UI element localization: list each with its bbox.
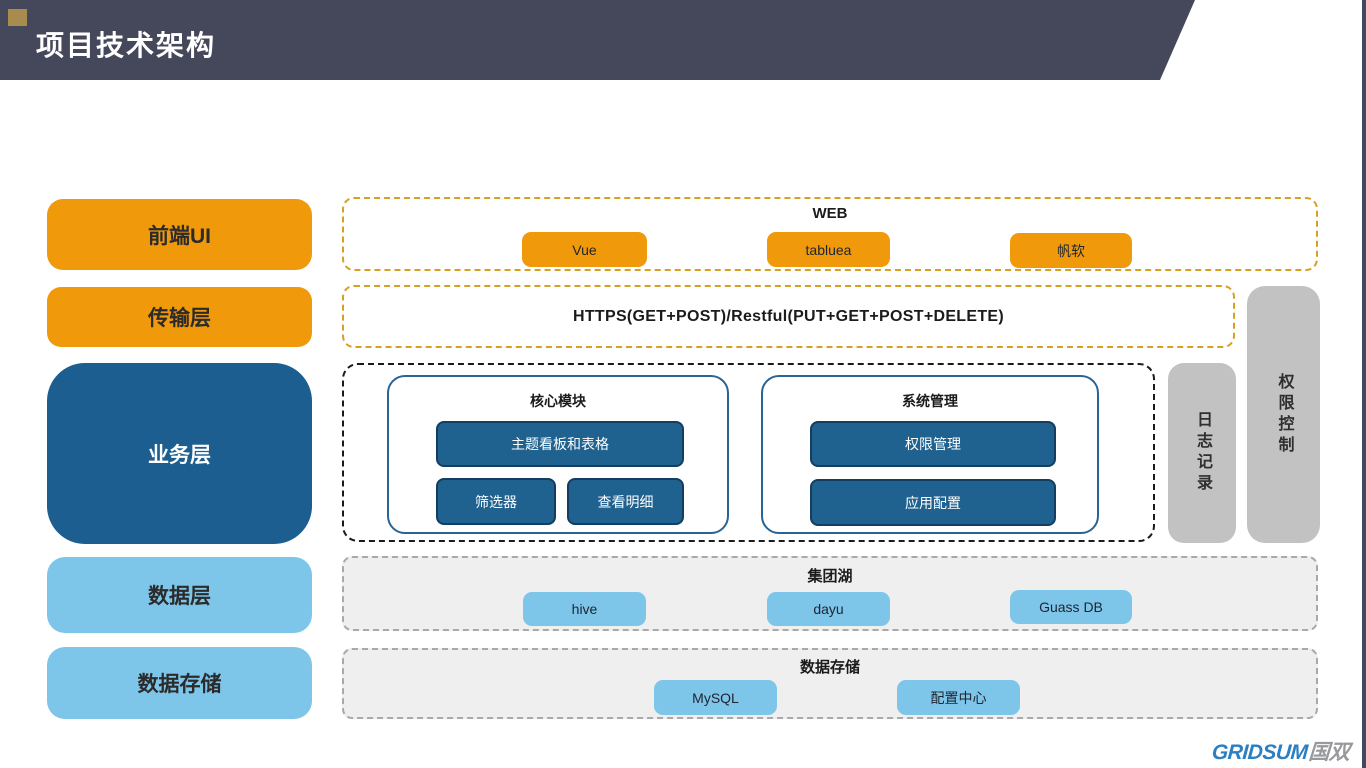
right-edge-strip xyxy=(1362,0,1366,768)
transport-protocol-label: HTTPS(GET+POST)/Restful(PUT+GET+POST+DEL… xyxy=(572,307,1005,325)
gridsum-logo: GRIDSUM国双 xyxy=(1211,736,1351,766)
layer-frontend-ui: 前端UI xyxy=(47,199,312,270)
sidebar-logging: 日志记录 xyxy=(1168,363,1236,543)
node-config-center: 配置中心 xyxy=(897,680,1020,715)
node-view-detail: 查看明细 xyxy=(567,478,684,525)
node-dashboard-tables: 主题看板和表格 xyxy=(436,421,684,467)
sidebar-auth-control: 权限控制 xyxy=(1247,286,1320,543)
node-app-config: 应用配置 xyxy=(810,479,1056,526)
system-module-title: 系统管理 xyxy=(902,393,958,409)
gridsum-logo-brand: GRIDSUM xyxy=(1211,741,1309,764)
node-fanruan: 帆软 xyxy=(1010,233,1132,268)
transport-container: HTTPS(GET+POST)/Restful(PUT+GET+POST+DEL… xyxy=(342,285,1235,348)
node-hive: hive xyxy=(523,592,646,626)
node-guass-db: Guass DB xyxy=(1010,590,1132,624)
datalake-title: 集团湖 xyxy=(807,568,853,585)
header-band xyxy=(0,0,1195,80)
layer-business: 业务层 xyxy=(47,363,312,544)
node-dayu: dayu xyxy=(767,592,890,626)
node-vue: Vue xyxy=(522,232,647,267)
datastore-title: 数据存储 xyxy=(799,659,860,676)
web-container: WEB Vue tabluea 帆软 xyxy=(342,197,1318,271)
datastore-container: 数据存储 MySQL 配置中心 xyxy=(342,648,1318,719)
node-filter: 筛选器 xyxy=(436,478,556,525)
core-module-box: 核心模块 主题看板和表格 筛选器 查看明细 xyxy=(387,375,729,534)
datalake-container: 集团湖 hive dayu Guass DB xyxy=(342,556,1318,631)
gridsum-logo-cn: 国双 xyxy=(1308,741,1351,764)
system-module-box: 系统管理 权限管理 应用配置 xyxy=(761,375,1099,534)
node-permission-mgmt: 权限管理 xyxy=(810,421,1056,467)
web-title: WEB xyxy=(812,205,848,222)
layer-data: 数据层 xyxy=(47,557,312,633)
sidebar-logging-label: 日志记录 xyxy=(1194,411,1211,495)
layer-data-storage: 数据存储 xyxy=(47,647,312,719)
business-container: 核心模块 主题看板和表格 筛选器 查看明细 系统管理 权限管理 应用配置 xyxy=(342,363,1155,542)
node-mysql: MySQL xyxy=(654,680,777,715)
sidebar-auth-control-label: 权限控制 xyxy=(1275,372,1293,457)
node-tabluea: tabluea xyxy=(767,232,890,267)
title-bullet-square xyxy=(8,9,27,26)
core-module-title: 核心模块 xyxy=(530,393,586,409)
layer-transport: 传输层 xyxy=(47,287,312,347)
page-title: 项目技术架构 xyxy=(36,30,217,61)
